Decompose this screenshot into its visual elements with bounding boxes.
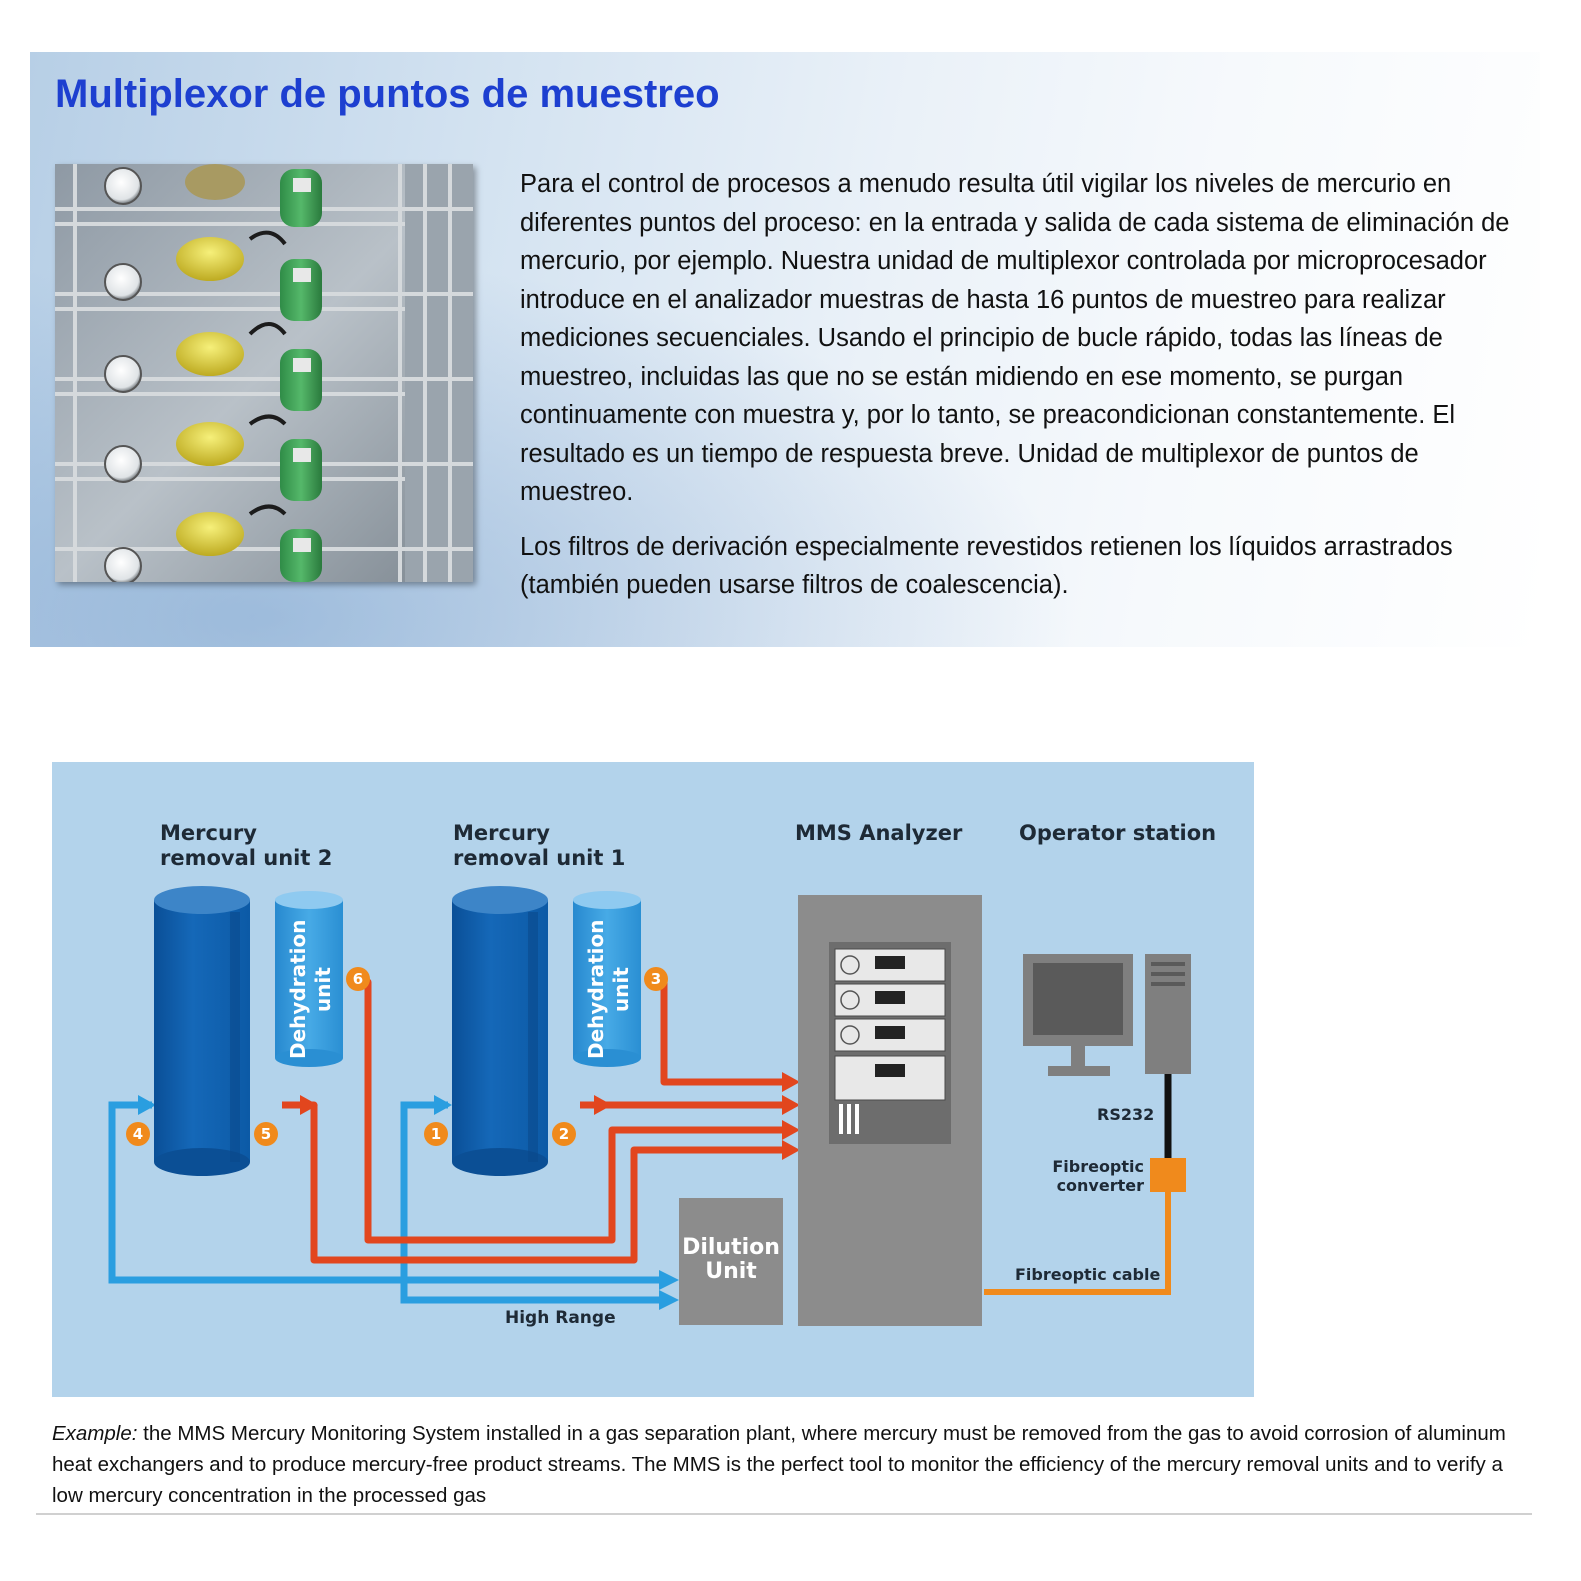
svg-text:2: 2	[559, 1125, 569, 1143]
dilution-arrow-high	[659, 1290, 679, 1310]
sample-point-4: 4	[126, 1122, 150, 1146]
caption-text: the MMS Mercury Monitoring System instal…	[52, 1422, 1506, 1507]
dehydration-unit-1: Dehydration unit	[573, 891, 641, 1067]
sample-point-6: 6	[346, 967, 370, 991]
fibreoptic-converter-box	[1150, 1158, 1186, 1192]
rs232-label: RS232	[1097, 1105, 1154, 1124]
dehydration-label-2b: unit	[311, 967, 335, 1012]
page-title: Multiplexor de puntos de muestreo	[55, 72, 720, 116]
header-banner: Multiplexor de puntos de muestreo	[30, 52, 1540, 647]
operator-title: Operator station	[1019, 821, 1216, 845]
sample-point-5: 5	[254, 1122, 278, 1146]
bottom-divider	[36, 1513, 1532, 1515]
svg-text:1: 1	[431, 1125, 441, 1143]
dilution-label-line1: Dilution	[682, 1235, 780, 1260]
intro-text: Para el control de procesos a menudo res…	[520, 165, 1515, 621]
return-lines	[108, 1101, 670, 1304]
sample-point-1: 1	[424, 1122, 448, 1146]
dehydration-label-1b: unit	[609, 967, 633, 1012]
dilution-unit: Dilution Unit	[679, 1198, 783, 1325]
caption-lead: Example:	[52, 1422, 138, 1445]
unit2-title-line2: removal unit 2	[160, 846, 332, 870]
unit2-title-line1: Mercury	[160, 821, 257, 845]
fibreoptic-cable-line	[984, 1192, 1171, 1295]
multiplexor-photo	[55, 164, 473, 582]
dilution-label-line2: Unit	[705, 1259, 757, 1284]
analyzer-title: MMS Analyzer	[795, 821, 963, 845]
svg-text:3: 3	[651, 970, 661, 988]
svg-text:4: 4	[133, 1125, 143, 1143]
removal-unit-1-column	[452, 886, 548, 1176]
dilution-arrow-lower	[659, 1270, 679, 1290]
diagram-caption: Example: the MMS Mercury Monitoring Syst…	[52, 1418, 1512, 1511]
intro-paragraph-1: Para el control de procesos a menudo res…	[520, 170, 1510, 506]
fibreoptic-cable-label: Fibreoptic cable	[1015, 1265, 1160, 1284]
mms-analyzer-cabinet	[798, 895, 982, 1326]
svg-text:5: 5	[261, 1125, 271, 1143]
svg-text:6: 6	[353, 970, 363, 988]
return-arrow-1	[434, 1095, 452, 1115]
operator-station	[1023, 954, 1191, 1076]
dehydration-unit-2: Dehydration unit	[275, 891, 343, 1067]
dehydration-label-1a: Dehydration	[584, 919, 608, 1059]
converter-label-line2: converter	[1057, 1176, 1145, 1195]
high-range-label: High Range	[505, 1308, 616, 1328]
sample-point-3: 3	[644, 967, 668, 991]
removal-unit-2-column	[154, 886, 250, 1176]
sample-point-2: 2	[552, 1122, 576, 1146]
intro-paragraph-2: Los filtros de derivación especialmente …	[520, 532, 1453, 600]
return-arrow-4	[138, 1095, 156, 1115]
dehydration-label-2a: Dehydration	[286, 919, 310, 1059]
converter-label-line1: Fibreoptic	[1052, 1157, 1144, 1176]
mms-process-diagram: Mercury removal unit 2 Mercury removal u…	[52, 762, 1254, 1397]
unit1-title-line1: Mercury	[453, 821, 550, 845]
unit1-title-line2: removal unit 1	[453, 846, 625, 870]
